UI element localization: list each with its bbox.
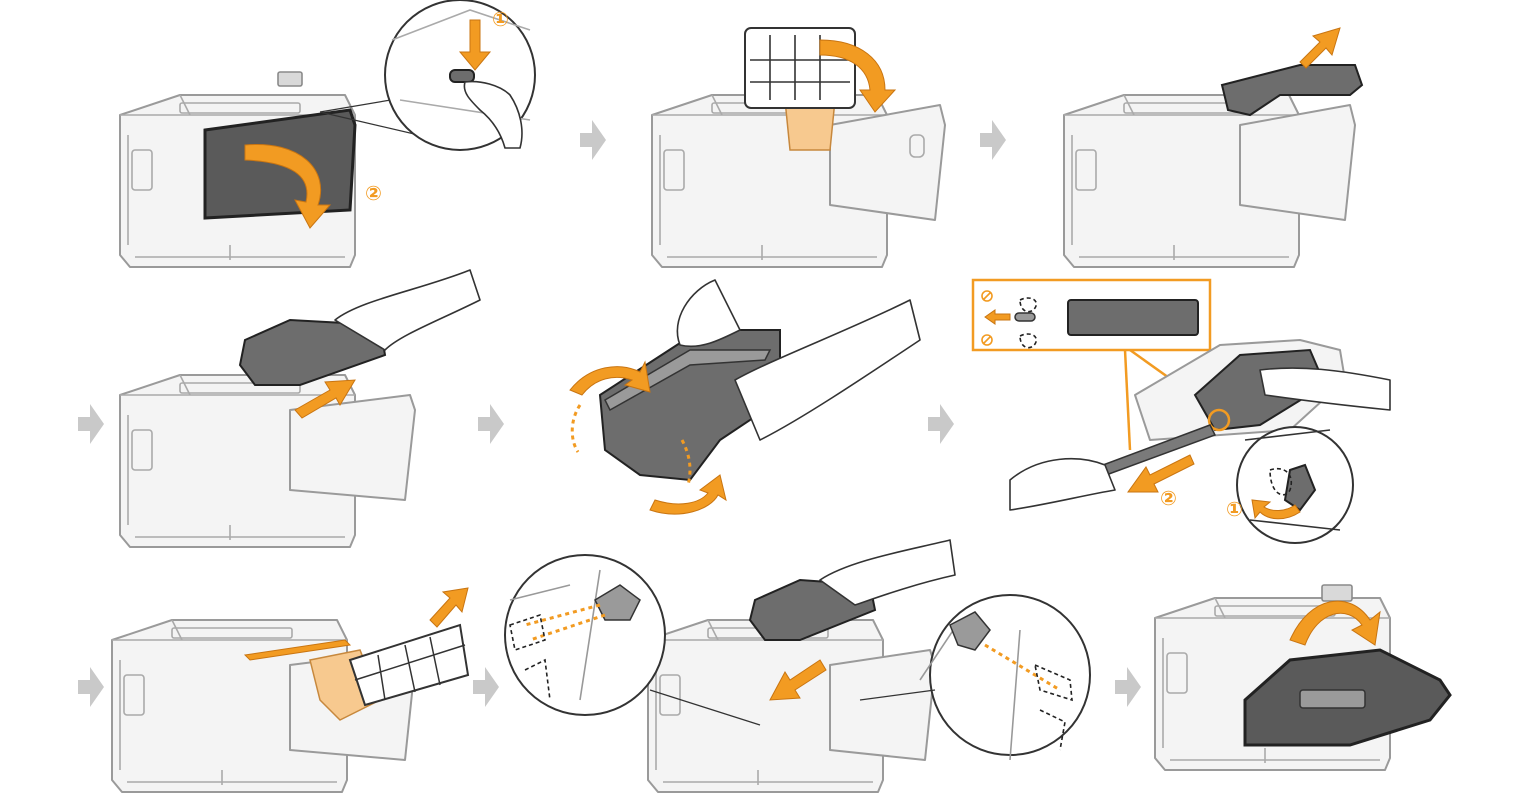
step-7-remove-protective-sheet [112,588,468,792]
zoom-circle-left [505,555,665,715]
step-2-remove-cartridge-from-bag [652,28,945,267]
step-arrow-icon [580,120,606,160]
step-5-shake-cartridge [570,280,920,514]
packing-sheet [745,28,855,108]
step-6-number-1: ① [1226,497,1243,521]
step-1-number-2: ② [365,181,382,205]
step-arrow-icon [1115,667,1141,707]
step-6-number-2: ② [1160,486,1177,510]
hand [820,540,955,605]
lift-arrow [1300,28,1340,68]
hand-right [735,300,920,440]
zoom-circle-right [930,595,1090,755]
step-6-pull-sealing-tape: ② ① [973,280,1390,543]
step-arrow-icon [478,404,504,444]
step-3-remove-packing-material [1064,28,1362,267]
step-arrow-icon [78,667,104,707]
step-4-take-out-cartridge [120,270,480,547]
step-arrow-icon [980,120,1006,160]
step-1-number-1: ① [492,7,509,31]
step-1-open-front-cover: ② ① [120,0,535,267]
hand-left [1010,459,1115,510]
step-9-close-front-cover [1155,585,1450,770]
step-arrow-icon [78,404,104,444]
step-arrow-icon [928,404,954,444]
pull-arrow-icon [430,588,468,627]
step-8-insert-cartridge [505,540,1090,792]
step-arrow-icon [473,667,499,707]
